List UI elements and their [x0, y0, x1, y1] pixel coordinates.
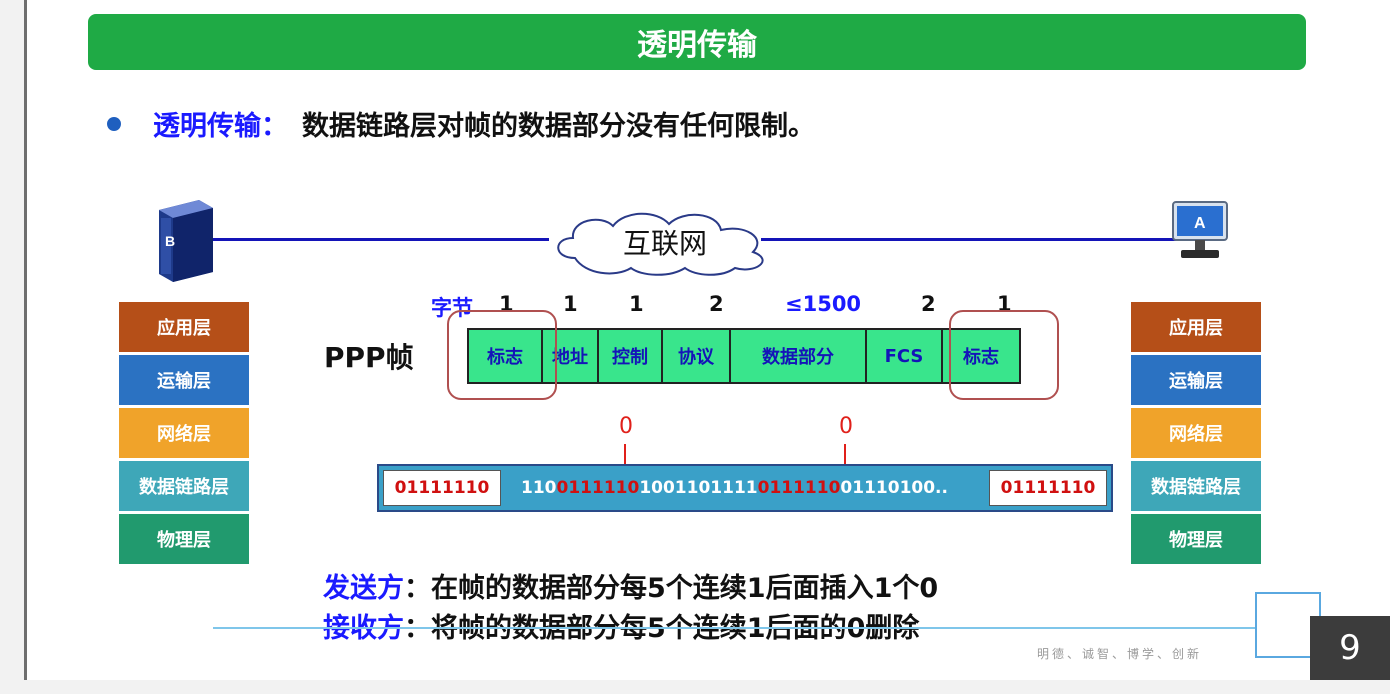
flag-highlight-left [447, 310, 557, 400]
receiver-note: 接收方：将帧的数据部分每5个连续1后面的0删除 [323, 606, 919, 645]
cloud-label: 互联网 [622, 227, 707, 260]
field-address: 地址 [543, 330, 599, 382]
field-flag: 标志 [469, 330, 543, 382]
layer-application: 应用层 [119, 302, 249, 352]
computer-icon: A [1172, 201, 1228, 258]
field-protocol: 协议 [663, 330, 731, 382]
field-flag: 标志 [943, 330, 1019, 382]
flag-highlight-right [949, 310, 1059, 400]
bits-stuffed: 0111110 [757, 478, 841, 498]
protocol-stack-left: 应用层 运输层 网络层 数据链路层 物理层 [119, 302, 249, 567]
sender-key: 发送方 [323, 573, 404, 604]
server-icon: B [159, 200, 213, 282]
bullet-dot-icon [107, 116, 121, 131]
layer-physical: 物理层 [119, 514, 249, 564]
sender-text: ：在帧的数据部分每5个连续1后面插入1个0 [404, 573, 939, 604]
slide-title: 透明传输 [88, 14, 1306, 70]
bits-segment: 1001101111 [639, 478, 758, 498]
page-number: 9 [1310, 616, 1390, 680]
layer-transport: 运输层 [1131, 355, 1261, 405]
slide: 透明传输 透明传输： 数据链路层对帧的数据部分没有任何限制。 互联网 B A 应… [24, 0, 1390, 680]
cloud-icon [557, 212, 764, 276]
field-fcs: FCS [867, 330, 943, 382]
computer-label: A [1194, 215, 1206, 232]
bits-segment: 110 [521, 478, 557, 498]
layer-transport: 运输层 [119, 355, 249, 405]
layer-network: 网络层 [119, 408, 249, 458]
footer-motto: 明德、诚智、博学、创新 [1037, 647, 1203, 661]
inserted-zero: 0 [619, 414, 633, 439]
server-label: B [165, 233, 175, 249]
byte-count: 2 [709, 292, 724, 316]
byte-count: 2 [921, 292, 936, 316]
byte-count: 1 [629, 292, 644, 316]
layer-network: 网络层 [1131, 408, 1261, 458]
layer-datalink: 数据链路层 [119, 461, 249, 511]
definition-bullet: 透明传输： 数据链路层对帧的数据部分没有任何限制。 [107, 104, 815, 143]
ppp-frame: 标志 地址 控制 协议 数据部分 FCS 标志 [467, 328, 1021, 384]
bits-stuffed: 0111110 [556, 478, 640, 498]
field-control: 控制 [599, 330, 663, 382]
bits-segment: 01110100.. [840, 478, 948, 498]
inserted-zero: 0 [839, 414, 853, 439]
definition-text: 数据链路层对帧的数据部分没有任何限制。 [302, 111, 815, 142]
byte-count: ≤1500 [785, 292, 862, 316]
ppp-frame-label: PPP帧 [324, 341, 414, 374]
bit-flag-end: 01111110 [989, 470, 1107, 506]
link-line-right [761, 238, 1181, 241]
layer-physical: 物理层 [1131, 514, 1261, 564]
bit-flag-start: 01111110 [383, 470, 501, 506]
link-line-left [193, 238, 549, 241]
layer-application: 应用层 [1131, 302, 1261, 352]
field-data: 数据部分 [731, 330, 867, 382]
layer-datalink: 数据链路层 [1131, 461, 1261, 511]
footer-line [213, 627, 1257, 629]
sender-note: 发送方：在帧的数据部分每5个连续1后面插入1个0 [323, 566, 938, 605]
protocol-stack-right: 应用层 运输层 网络层 数据链路层 物理层 [1131, 302, 1261, 567]
byte-count: 1 [563, 292, 578, 316]
definition-keyword: 透明传输： [153, 111, 288, 142]
